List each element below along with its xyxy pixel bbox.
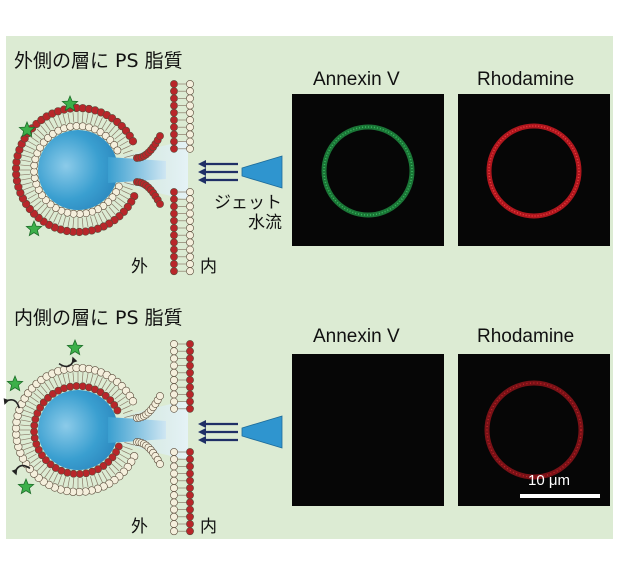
- col-label-rhodamine-bottom: Rhodamine: [477, 326, 575, 347]
- jet-label-line2: 水流: [248, 213, 282, 233]
- flip-arrow-icon: [58, 356, 78, 368]
- annexin-star-icon: [6, 374, 24, 392]
- flip-arrow-icon: [11, 464, 31, 476]
- annexin-star-icon: [61, 94, 79, 112]
- annexin-star-icon: [66, 338, 84, 356]
- annexin-star-icon: [25, 219, 43, 237]
- scale-bar-label: 10 μm: [528, 472, 570, 489]
- jet-arrow-icon: [198, 436, 238, 444]
- annexin-star-icon: [18, 120, 36, 138]
- label-outer-bottom: 外: [131, 517, 148, 537]
- micro-image-annexin-bottom: [292, 354, 444, 506]
- micro-rhodamine-top-ring: [486, 123, 582, 219]
- micro-annexin-top-ring: [321, 124, 415, 218]
- panel-bottom-title: 内側の層に PS 脂質: [14, 307, 183, 329]
- jet-arrow-icon: [198, 420, 238, 428]
- annexin-star-icon: [17, 477, 35, 495]
- jet-nozzle-icon: [241, 415, 283, 449]
- flip-arrow-icon: [3, 398, 20, 409]
- micro-rhodamine-bottom-ring: [484, 380, 584, 480]
- jet-arrow-icon: [198, 168, 238, 176]
- scale-bar: [520, 494, 600, 498]
- col-label-annexin-bottom: Annexin V: [313, 326, 400, 347]
- micro-image-annexin-top: [292, 94, 444, 246]
- jet-arrow-icon: [198, 176, 238, 184]
- jet-arrow-icon: [198, 160, 238, 168]
- label-inner-bottom: 内: [200, 517, 217, 537]
- col-label-rhodamine-top: Rhodamine: [477, 69, 575, 90]
- label-outer-top: 外: [131, 257, 148, 277]
- panel-top-title: 外側の層に PS 脂質: [14, 50, 183, 72]
- jet-nozzle-icon: [241, 155, 283, 189]
- jet-label: ジェット 水流: [196, 193, 282, 233]
- vesicle-schematic-top: [11, 80, 283, 276]
- col-label-annexin-top: Annexin V: [313, 69, 400, 90]
- jet-arrow-icon: [198, 428, 238, 436]
- micro-image-rhodamine-top: [458, 94, 610, 246]
- vesicle-schematic-bottom: [3, 338, 283, 536]
- micro-image-rhodamine-bottom: [458, 354, 610, 506]
- label-inner-top: 内: [200, 257, 217, 277]
- jet-label-line1: ジェット: [214, 193, 282, 213]
